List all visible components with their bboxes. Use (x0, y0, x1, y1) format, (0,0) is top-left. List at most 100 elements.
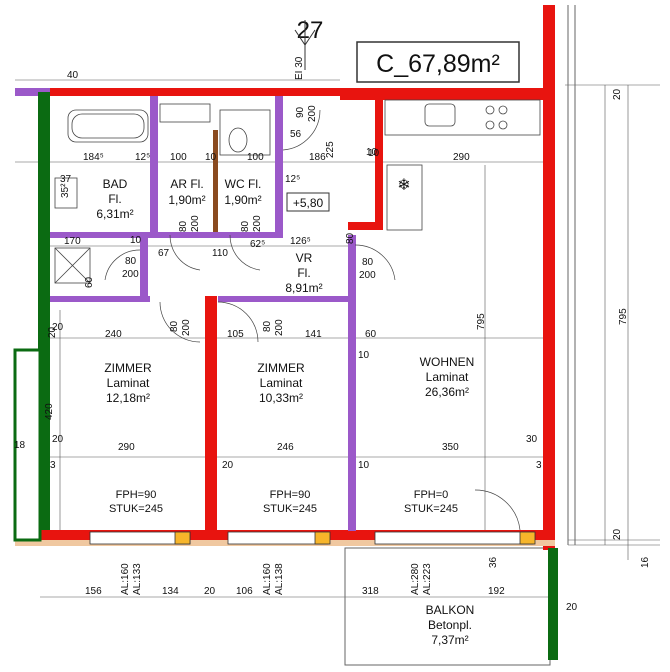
dim: 100 (170, 152, 187, 163)
room-zimmer2-name: ZIMMER (257, 361, 305, 375)
room-zimmer1-area: 12,18m² (106, 391, 150, 405)
fire-rating: EI 30 (294, 56, 305, 80)
door-width: 80 (262, 320, 273, 332)
room-zimmer2-floor: Laminat (260, 376, 303, 390)
dim: 10 (130, 235, 142, 246)
dim: 105 (227, 329, 244, 340)
dim: 10 (366, 147, 378, 158)
wall-ar-wc (213, 130, 218, 235)
dim: 67 (158, 248, 170, 259)
room-wohnen-area: 26,36m² (425, 385, 469, 399)
room-bad-name: BAD (103, 177, 128, 191)
dim: 186 (309, 152, 326, 163)
dim: 40 (67, 70, 79, 81)
dim: 225 (325, 141, 336, 158)
dim: 20 (47, 326, 58, 338)
room-vr-area: 8,91m² (285, 281, 322, 295)
dim: 56 (290, 129, 302, 140)
dim: 141 (305, 329, 322, 340)
unit-title-box (356, 41, 520, 83)
kitchen-sink-icon (424, 103, 456, 127)
dim: 20 (612, 528, 623, 540)
room-wohnen-floor: Laminat (426, 370, 469, 384)
room-ar-area: 1,90m² (168, 193, 205, 207)
snowflake-icon: ❄ (397, 177, 410, 194)
sill-label: AL:138 (274, 563, 285, 595)
wall-wc-vr (275, 96, 283, 236)
sill-label: AL:133 (132, 563, 143, 595)
dim: 35² (60, 183, 71, 198)
door-width: 80 (178, 220, 189, 232)
stove-icon (485, 105, 495, 115)
dim: 20 (52, 434, 64, 445)
sill-label: AL:223 (422, 563, 433, 595)
kitchen-counter (384, 99, 541, 136)
wall-north-west (15, 88, 340, 96)
wall-bad-hall (140, 238, 148, 298)
dim: 20 (222, 460, 234, 471)
door-swings (104, 109, 521, 531)
door-height: 200 (307, 105, 318, 122)
wall-east (543, 5, 555, 550)
level-box (286, 192, 330, 212)
window-wohnen (374, 531, 534, 545)
dim: 184⁵ (83, 152, 104, 163)
window-spec-fph: FPH=90 (270, 489, 311, 501)
dim: 60 (84, 276, 95, 288)
dim: 192 (488, 586, 505, 597)
dimension-lines (15, 79, 660, 598)
dim: 16 (640, 556, 651, 568)
dim: 134 (162, 586, 179, 597)
room-wohnen-name: WOHNEN (420, 355, 475, 369)
wall-bad-ar (150, 96, 158, 236)
dim: 795 (476, 313, 487, 330)
room-bad-area: 6,31m² (96, 207, 133, 221)
room-zimmer1-floor: Laminat (107, 376, 150, 390)
dim: 60 (365, 329, 377, 340)
wall-north-corner (15, 88, 50, 96)
door-width: 80 (240, 220, 251, 232)
dim: 318 (362, 586, 379, 597)
shower-icon (54, 247, 91, 284)
door-height: 200 (359, 270, 376, 281)
room-ar-name: AR Fl. (170, 177, 203, 191)
dim: 80 (345, 232, 356, 244)
room-vr-name: VR (296, 251, 313, 265)
dim: 37 (60, 174, 72, 185)
room-zimmer1-name: ZIMMER (104, 361, 152, 375)
dim: 20 (204, 586, 216, 597)
dim: 18 (14, 440, 26, 451)
window-spec-stuk: STUK=245 (404, 503, 458, 515)
fridge (386, 164, 423, 231)
dim: 106 (236, 586, 253, 597)
dim: 10 (205, 152, 217, 163)
wall-ar-wc-bottom (150, 232, 283, 238)
window-spec-fph: FPH=90 (116, 489, 157, 501)
sill-label: AL:160 (262, 563, 273, 595)
door-width: 80 (169, 320, 180, 332)
room-zimmer2-area: 10,33m² (259, 391, 303, 405)
dim: 126⁵ (290, 236, 311, 247)
unit-title: C_67,89m² (376, 50, 500, 78)
windows (89, 531, 536, 545)
fixtures: ❄ (54, 99, 541, 284)
room-wc-area: 1,90m² (224, 193, 261, 207)
wall-zimmer1-zimmer2 (205, 296, 217, 532)
dim: 30 (526, 434, 538, 445)
neighbor-wall (13, 348, 42, 542)
room-bad-floor: Fl. (108, 192, 121, 206)
dim: 3 (536, 460, 542, 471)
wall-hall-bottom-left (50, 296, 150, 302)
dim: 10 (358, 460, 370, 471)
dim: 290 (118, 442, 135, 453)
room-balkon-floor: Betonpl. (428, 618, 472, 632)
door-height: 200 (122, 269, 139, 280)
dim: 795 (618, 308, 629, 325)
dim: 3 (50, 460, 56, 471)
wall-hall-bottom-mid (218, 296, 348, 302)
window-spec-stuk: STUK=245 (263, 503, 317, 515)
window-spec-stuk: STUK=245 (109, 503, 163, 515)
dim: 12⁵ (135, 152, 150, 163)
wall-zimmer2-wohnen (348, 235, 356, 531)
